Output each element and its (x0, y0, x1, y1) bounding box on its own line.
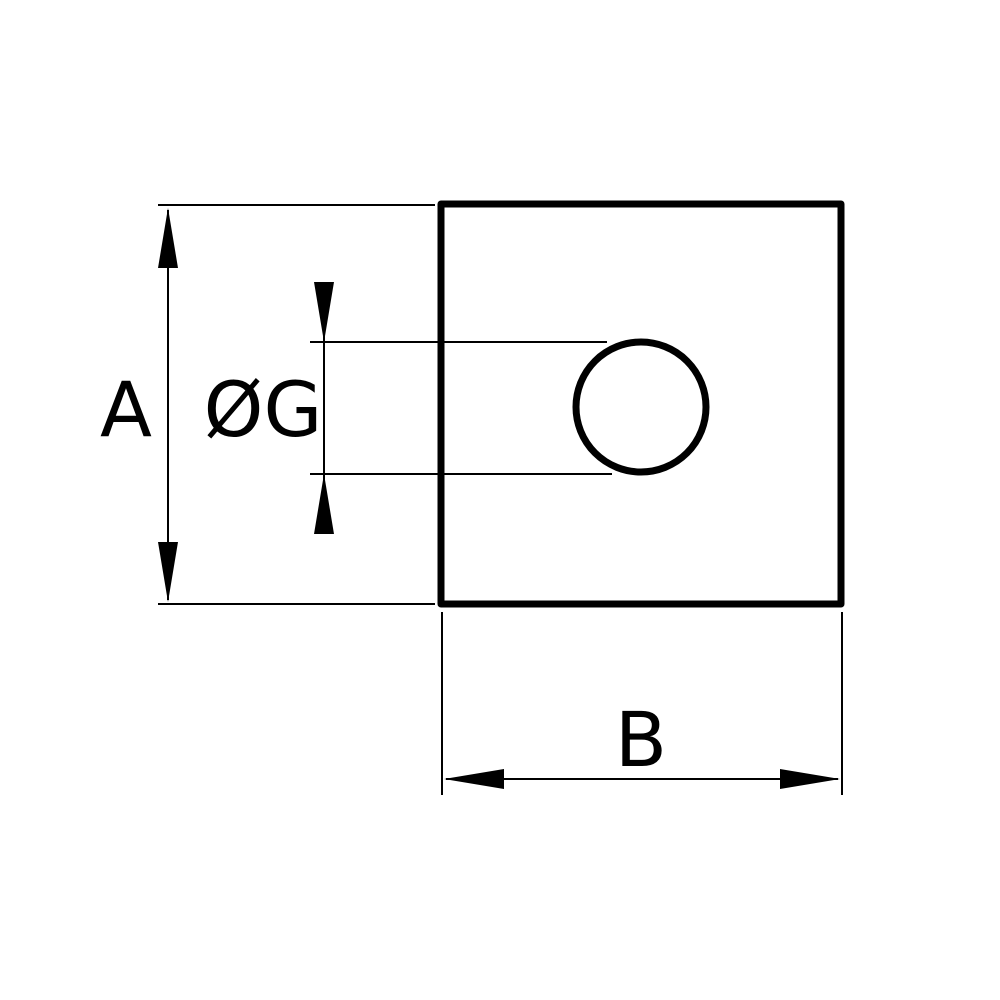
arrowhead-b-right (780, 769, 840, 789)
arrowhead-b-left (444, 769, 504, 789)
arrowhead-a-bottom (158, 542, 178, 602)
dimension-label-b: B (615, 695, 667, 784)
dimension-label-a: A (100, 365, 152, 454)
plate-outline (437, 200, 845, 608)
hole-circle (572, 338, 710, 476)
dimension-label-g: ØG (204, 365, 323, 454)
arrowhead-g-bottom (314, 474, 334, 534)
arrowhead-a-top (158, 208, 178, 268)
arrowhead-g-top (314, 282, 334, 342)
